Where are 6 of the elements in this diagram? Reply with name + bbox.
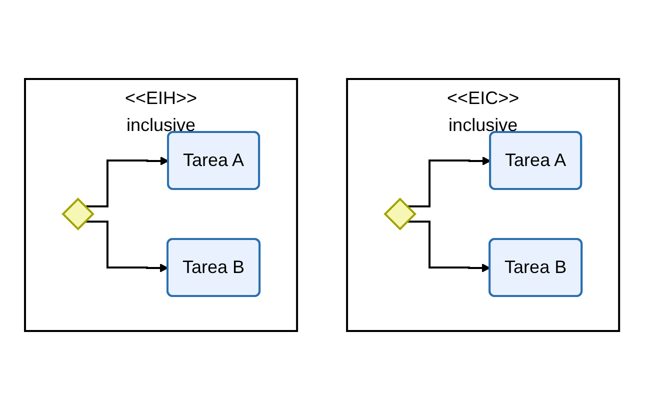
arrow xyxy=(407,156,492,207)
arrow xyxy=(85,220,169,272)
arrow xyxy=(85,156,170,207)
node-diamond xyxy=(384,197,417,230)
node-diamond xyxy=(62,197,95,230)
arrow xyxy=(407,220,491,272)
